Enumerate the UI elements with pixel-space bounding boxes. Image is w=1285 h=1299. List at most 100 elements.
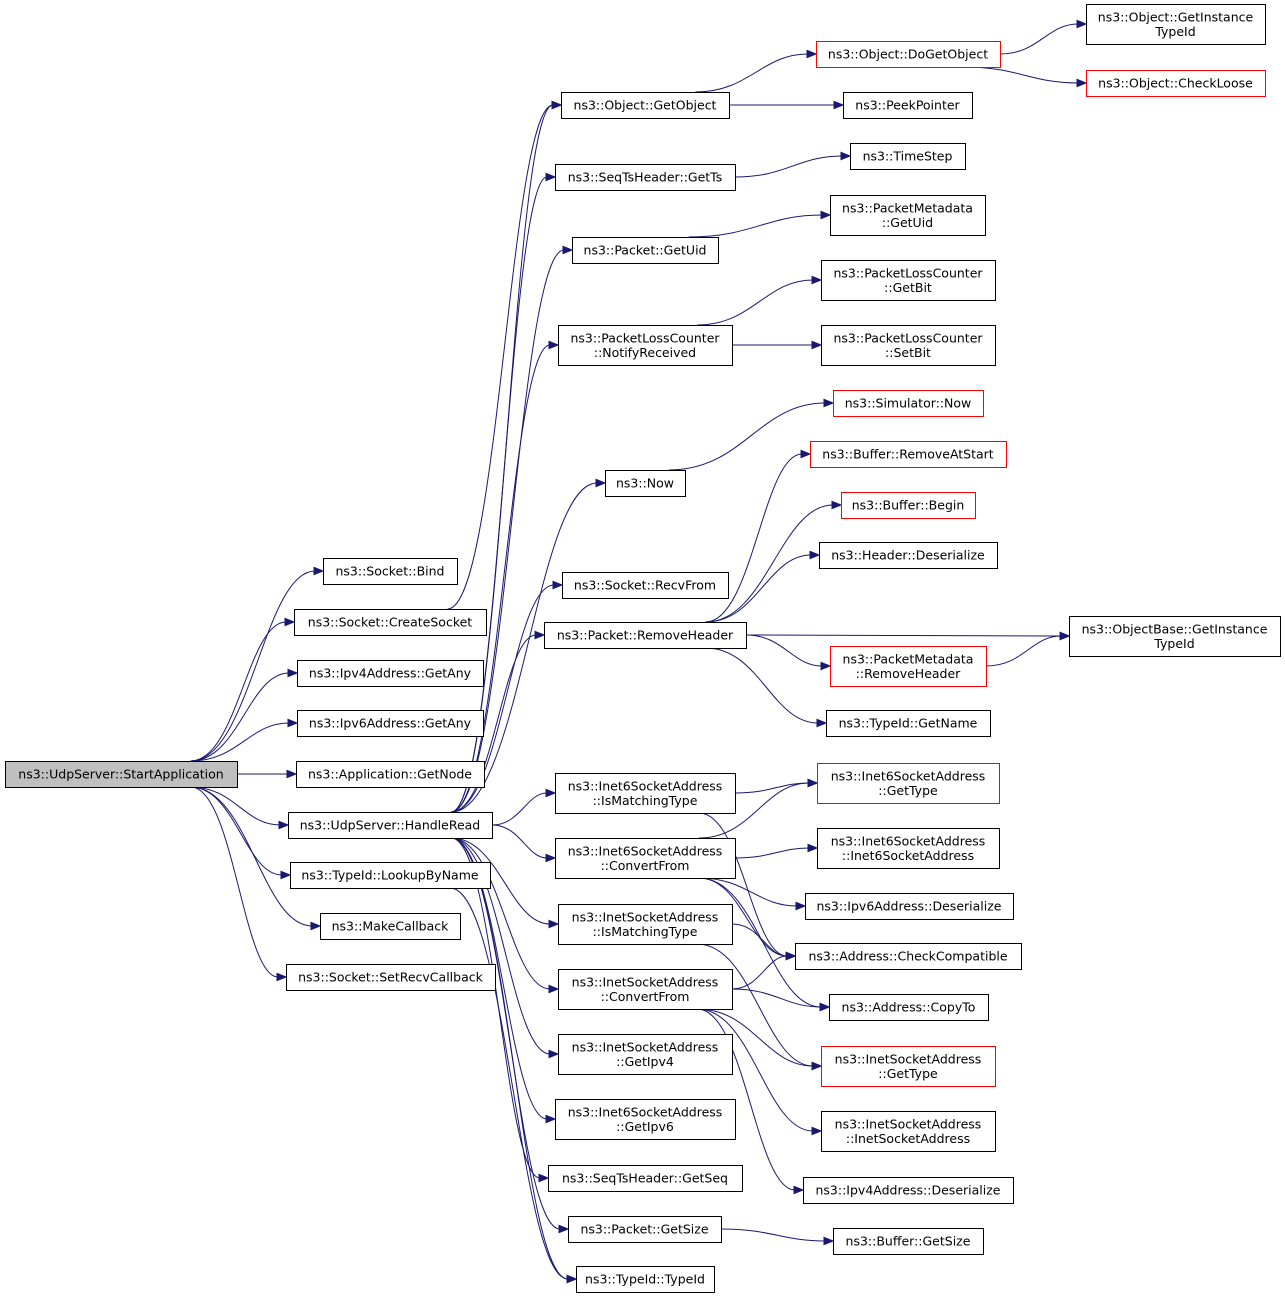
node-label: ::GetType (878, 1066, 938, 1081)
node-label: ns3::TypeId::LookupByName (301, 868, 478, 883)
edge-root-to-lookupbyname (190, 786, 283, 876)
node-i6ctor[interactable]: ns3::Inet6SocketAddress::Inet6SocketAddr… (817, 828, 1000, 869)
node-label: ns3::Ipv4Address::GetAny (309, 666, 472, 681)
node-ipv6deserialize[interactable]: ns3::Ipv6Address::Deserialize (805, 893, 1014, 920)
arrowhead-getobject-to-dogetobject (806, 49, 818, 59)
node-getseq[interactable]: ns3::SeqTsHeader::GetSeq (548, 1165, 743, 1192)
node-label: ::GetBit (884, 280, 932, 295)
node-i6gettype[interactable]: ns3::Inet6SocketAddress::GetType (817, 763, 1000, 804)
node-label: ns3::TypeId::TypeId (585, 1272, 705, 1287)
node-getnode[interactable]: ns3::Application::GetNode (296, 761, 485, 788)
node-iismatching[interactable]: ns3::InetSocketAddress::IsMatchingType (558, 904, 733, 945)
node-box (816, 41, 1001, 68)
node-box (817, 763, 1000, 804)
node-box (821, 1046, 996, 1087)
node-box (5, 761, 238, 788)
node-label: ns3::Address::CheckCompatible (808, 949, 1007, 964)
node-peekpointer[interactable]: ns3::PeekPointer (843, 92, 973, 119)
node-box (821, 325, 996, 366)
node-label: ::RemoveHeader (856, 666, 962, 681)
node-box (555, 1099, 736, 1140)
node-ipv4any[interactable]: ns3::Ipv4Address::GetAny (297, 660, 484, 687)
node-iconvert[interactable]: ns3::InetSocketAddress::ConvertFrom (558, 969, 733, 1010)
node-getobject[interactable]: ns3::Object::GetObject (561, 92, 730, 119)
node-label: ns3::Ipv6Address::GetAny (309, 716, 472, 731)
node-label: ::GetIpv6 (616, 1119, 674, 1134)
node-getuid[interactable]: ns3::Packet::GetUid (572, 237, 719, 264)
node-label: ns3::Inet6SocketAddress (831, 833, 986, 848)
node-igetipv4[interactable]: ns3::InetSocketAddress::GetIpv4 (558, 1034, 733, 1075)
node-i6getipv6[interactable]: ns3::Inet6SocketAddress::GetIpv6 (555, 1099, 736, 1140)
node-label: ns3::Object::DoGetObject (828, 47, 988, 62)
node-removeheader[interactable]: ns3::Packet::RemoveHeader (544, 622, 747, 649)
node-getts[interactable]: ns3::SeqTsHeader::GetTs (555, 164, 736, 191)
node-i6convert[interactable]: ns3::Inet6SocketAddress::ConvertFrom (555, 838, 736, 879)
node-box (558, 969, 733, 1010)
arrowhead-handleread-to-i6convert (545, 853, 557, 863)
node-timestep[interactable]: ns3::TimeStep (850, 143, 966, 170)
edge-dogetobject-to-objcheckloose (963, 66, 1079, 84)
edge-getuid-to-pmgetuid (688, 214, 823, 238)
node-getsize[interactable]: ns3::Packet::GetSize (568, 1216, 722, 1243)
node-pmremoveheader[interactable]: ns3::PacketMetadata::RemoveHeader (830, 646, 987, 687)
node-box (829, 994, 989, 1021)
node-typeid[interactable]: ns3::TypeId::TypeId (576, 1266, 715, 1293)
node-plcsetbit[interactable]: ns3::PacketLossCounter::SetBit (821, 325, 996, 366)
node-ictor[interactable]: ns3::InetSocketAddress::InetSocketAddres… (821, 1111, 996, 1152)
node-box (323, 558, 458, 585)
edge-handleread-to-typeid (451, 837, 569, 1280)
arrowhead-iconvert-to-igettype (811, 1061, 823, 1071)
node-notifyreceived[interactable]: ns3::PacketLossCounter::NotifyReceived (558, 325, 733, 366)
node-i6ismatching[interactable]: ns3::Inet6SocketAddress::IsMatchingType (555, 773, 736, 814)
edge-removeheader-to-typeidgetname (705, 647, 819, 724)
node-lookupbyname[interactable]: ns3::TypeId::LookupByName (290, 862, 491, 889)
node-box (320, 913, 461, 940)
node-box (843, 92, 973, 119)
node-dogetobject[interactable]: ns3::Object::DoGetObject (816, 41, 1001, 68)
node-label: ns3::Buffer::GetSize (846, 1234, 971, 1249)
node-addrcopyto[interactable]: ns3::Address::CopyTo (829, 994, 989, 1021)
edge-i6convert-to-ipv6deserialize (698, 877, 798, 907)
node-label: ns3::SeqTsHeader::GetSeq (562, 1171, 728, 1186)
node-simnow[interactable]: ns3::Simulator::Now (833, 390, 984, 417)
node-bufgetsize[interactable]: ns3::Buffer::GetSize (833, 1228, 984, 1255)
node-plcgetbit[interactable]: ns3::PacketLossCounter::GetBit (821, 260, 996, 301)
node-makecallback[interactable]: ns3::MakeCallback (320, 913, 461, 940)
node-pmgetuid[interactable]: ns3::PacketMetadata::GetUid (830, 195, 986, 236)
edge-root-to-bind (190, 570, 316, 762)
node-handleread[interactable]: ns3::UdpServer::HandleRead (288, 812, 493, 839)
node-label: ns3::Socket::SetRecvCallback (298, 970, 483, 985)
node-bind[interactable]: ns3::Socket::Bind (323, 558, 458, 585)
node-box (819, 542, 998, 569)
node-addrcheck[interactable]: ns3::Address::CheckCompatible (795, 943, 1022, 970)
node-createsocket[interactable]: ns3::Socket::CreateSocket (294, 609, 487, 636)
node-typeidgetname[interactable]: ns3::TypeId::GetName (826, 710, 991, 737)
node-ipv6any[interactable]: ns3::Ipv6Address::GetAny (297, 710, 484, 737)
node-now[interactable]: ns3::Now (605, 470, 686, 497)
node-hdrdeserialize[interactable]: ns3::Header::Deserialize (819, 542, 998, 569)
arrowhead-handleread-to-getts (545, 172, 557, 182)
node-setrecvcallback[interactable]: ns3::Socket::SetRecvCallback (286, 964, 496, 991)
arrowhead-iconvert-to-ictor (811, 1126, 823, 1136)
node-box (576, 1266, 715, 1293)
node-box (548, 1165, 743, 1192)
node-root[interactable]: ns3::UdpServer::StartApplication (5, 761, 238, 788)
edge-root-to-ipv6any (190, 722, 290, 762)
arrowhead-removeheader-to-bufbegin (831, 500, 843, 510)
edge-i6ismatching-to-addrcheck (698, 812, 788, 957)
node-bufbegin[interactable]: ns3::Buffer::Begin (841, 492, 976, 519)
node-ipv4deserialize[interactable]: ns3::Ipv4Address::Deserialize (803, 1177, 1014, 1204)
node-recvfrom[interactable]: ns3::Socket::RecvFrom (562, 572, 729, 599)
node-label: ns3::Packet::GetSize (580, 1222, 708, 1237)
node-bufremoveatstart[interactable]: ns3::Buffer::RemoveAtStart (810, 441, 1007, 468)
node-label: ns3::Inet6SocketAddress (831, 768, 986, 783)
edge-handleread-to-iconvert (451, 837, 551, 990)
node-box (1086, 70, 1266, 97)
node-label: ::NotifyReceived (594, 345, 696, 360)
edge-iconvert-to-igettype (697, 1008, 814, 1067)
node-objcheckloose[interactable]: ns3::Object::CheckLoose (1086, 70, 1266, 97)
node-label: ns3::PeekPointer (855, 98, 960, 113)
node-igettype[interactable]: ns3::InetSocketAddress::GetType (821, 1046, 996, 1087)
